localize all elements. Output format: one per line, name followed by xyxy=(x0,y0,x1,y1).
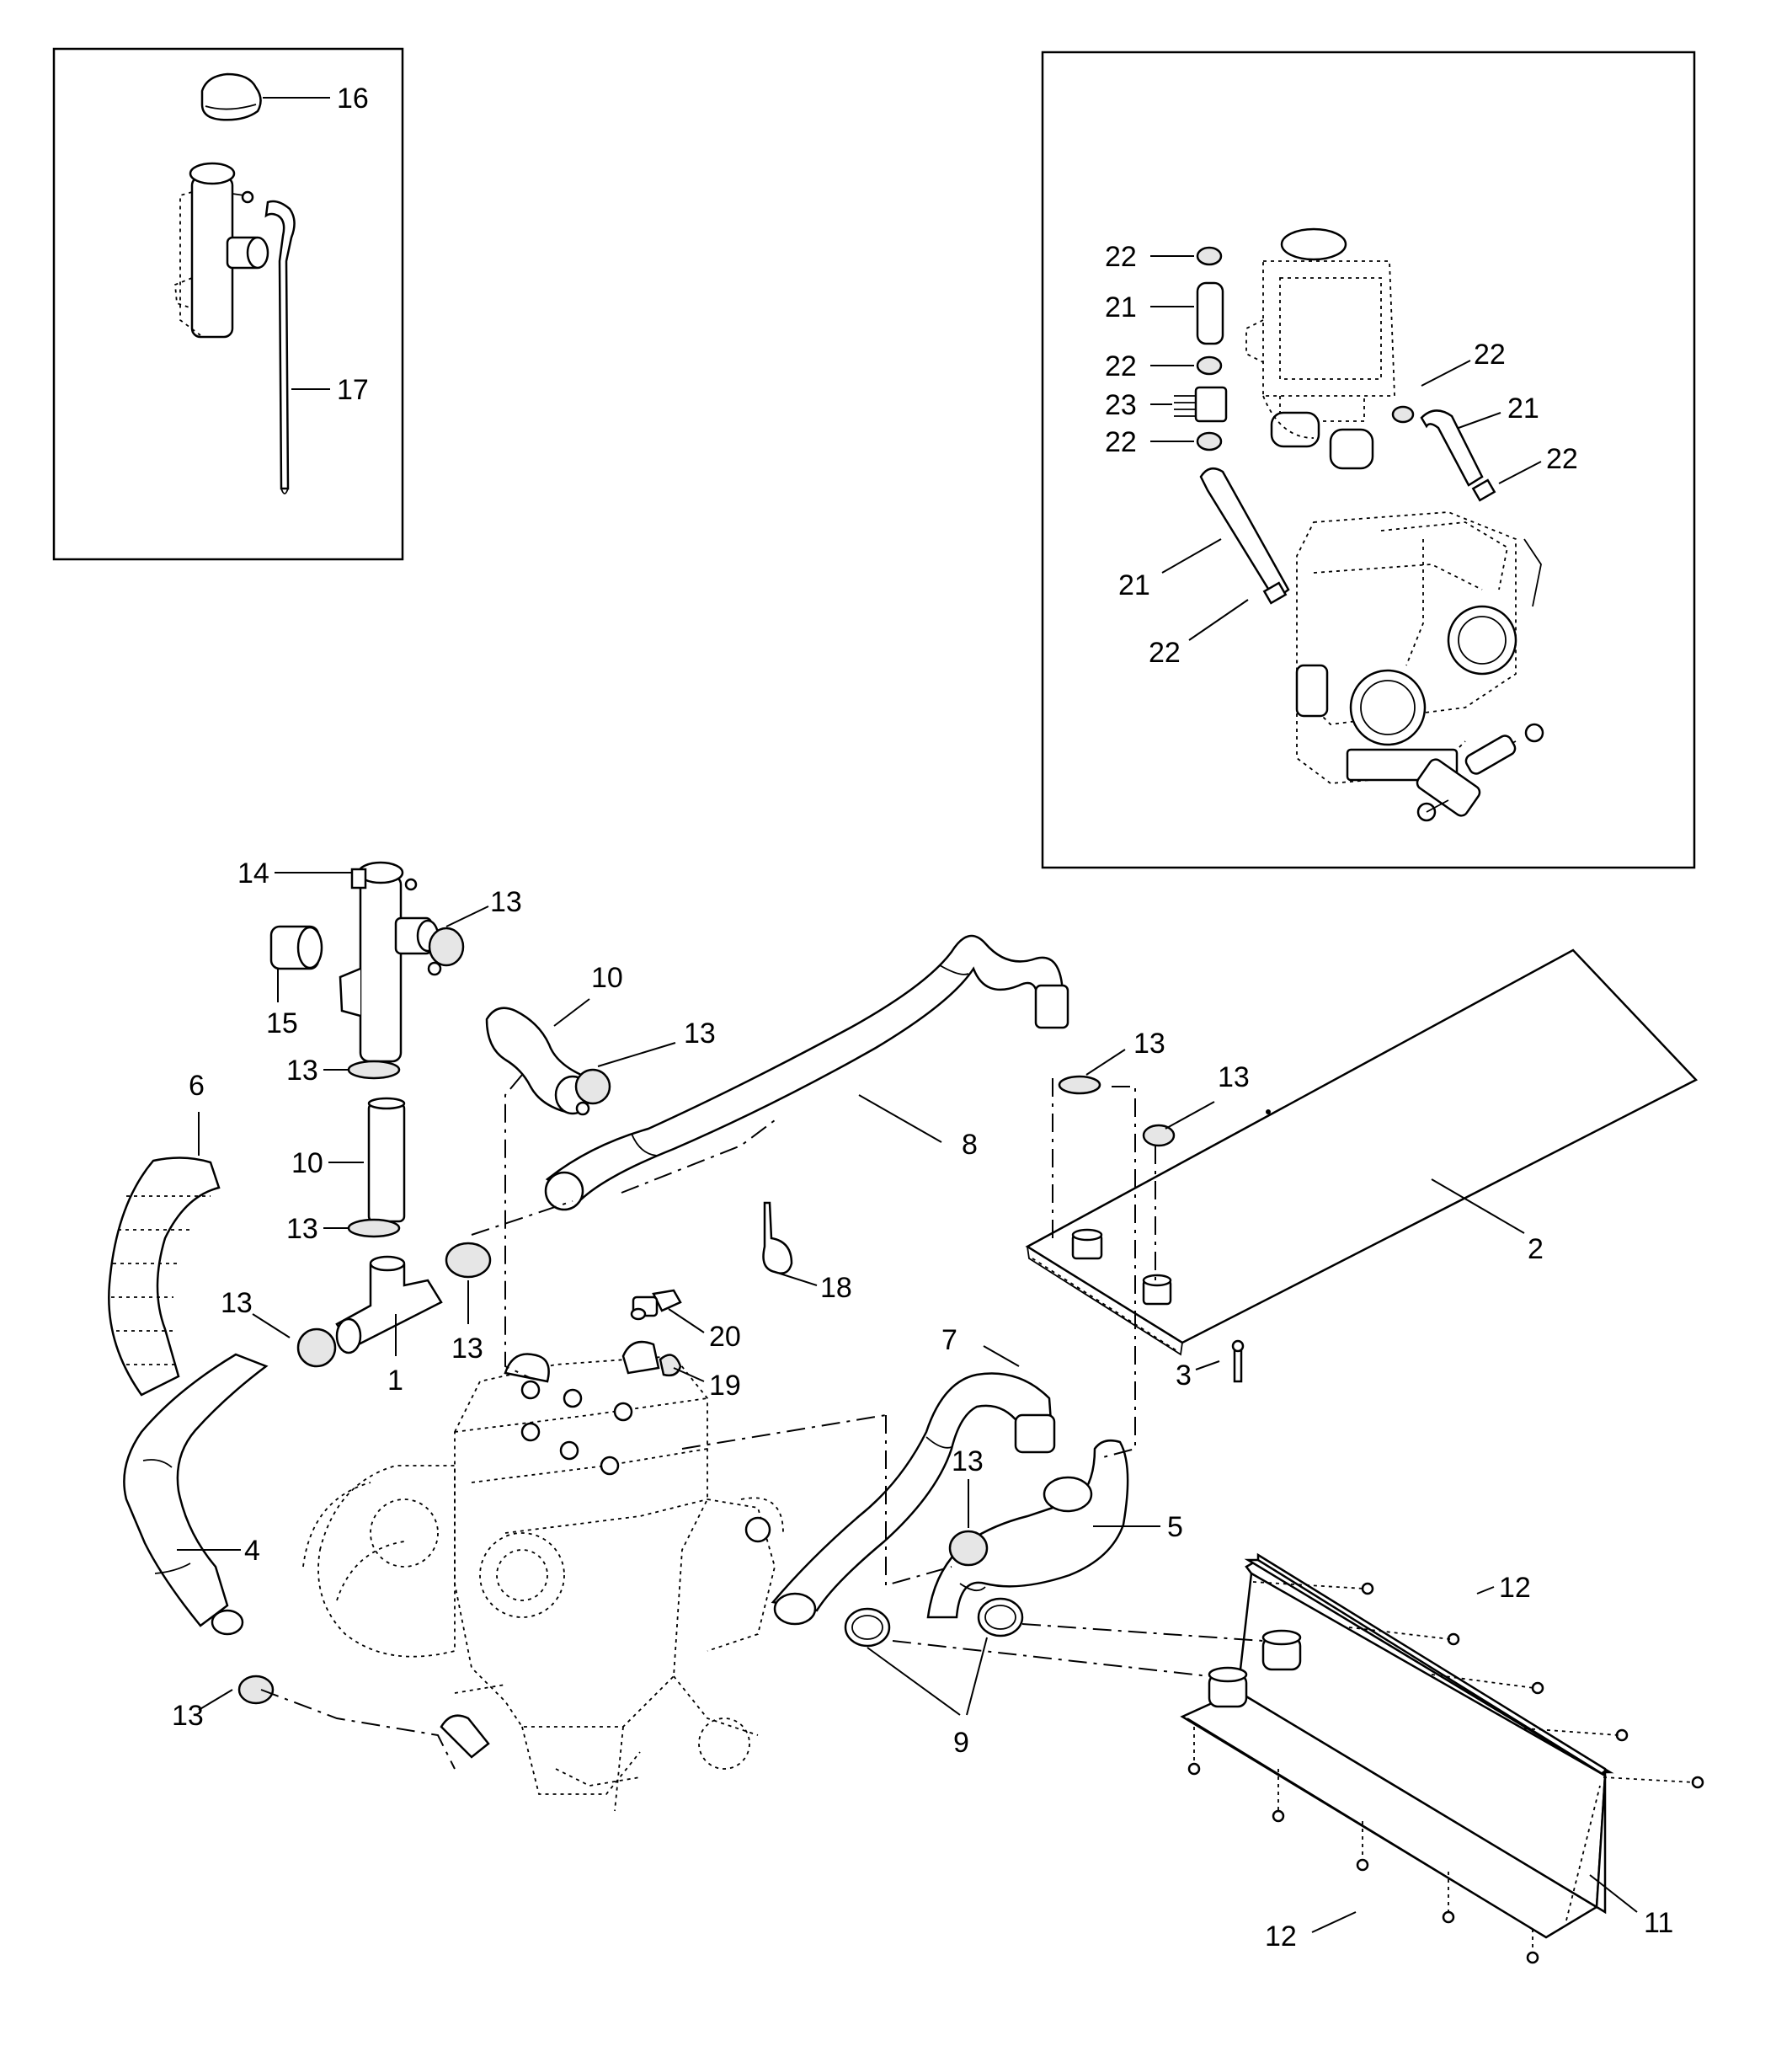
callout-7: 7 xyxy=(941,1324,957,1356)
hose-5-part xyxy=(926,1440,1129,1619)
callout-13-d: 13 xyxy=(286,1213,318,1245)
callout-10-a: 10 xyxy=(591,962,623,994)
callouts-main: 14 13 10 15 13 13 6 10 13 13 13 1 4 13 8… xyxy=(172,857,1673,1952)
callout-5: 5 xyxy=(1167,1511,1183,1543)
callout-13-g: 13 xyxy=(172,1700,204,1732)
radiator-cap-part xyxy=(200,72,262,121)
callout-21-a: 21 xyxy=(1105,291,1137,323)
heat-exchanger-upper xyxy=(1025,948,1699,1356)
hose-4-part xyxy=(123,1353,269,1636)
tee-fitting-14-part xyxy=(339,861,440,1063)
callout-3: 3 xyxy=(1176,1360,1192,1392)
callout-21-b: 21 xyxy=(1118,569,1150,601)
flow-paths xyxy=(260,1074,1264,1770)
callout-22-e: 22 xyxy=(1474,339,1506,371)
callout-13-b: 13 xyxy=(684,1018,716,1050)
callout-4: 4 xyxy=(244,1535,260,1567)
callout-23: 23 xyxy=(1105,389,1137,421)
callout-13-a: 13 xyxy=(490,886,522,918)
hose-8-part xyxy=(544,934,1069,1211)
hose-6-part xyxy=(108,1157,221,1397)
overflow-hose-part xyxy=(264,200,296,490)
callout-19: 19 xyxy=(709,1370,741,1402)
callout-11: 11 xyxy=(1644,1907,1673,1939)
heat-exchanger-lower xyxy=(1180,1552,1614,1939)
bushing-15-part xyxy=(269,925,323,970)
callout-22-c: 22 xyxy=(1105,426,1137,458)
tie-strap-18-part xyxy=(762,1201,793,1274)
carburetor-assembly xyxy=(1295,511,1544,822)
callout-6: 6 xyxy=(189,1070,205,1102)
inset-frame-right xyxy=(1041,51,1696,869)
sensor-20-part xyxy=(630,1289,682,1321)
inset-small-parts xyxy=(1174,246,1496,605)
tee-1-part xyxy=(335,1255,443,1354)
tube-10-lower-part xyxy=(367,1097,406,1223)
washer-19-part xyxy=(659,1354,682,1377)
screw-3-part xyxy=(1231,1339,1245,1383)
callout-12-a: 12 xyxy=(1499,1572,1531,1604)
callout-22-f: 22 xyxy=(1546,443,1578,475)
callout-22-b: 22 xyxy=(1105,350,1137,382)
callout-13-h: 13 xyxy=(1133,1028,1165,1060)
leaders-main xyxy=(177,872,1638,1933)
engine-block xyxy=(302,1340,784,1812)
callout-14: 14 xyxy=(237,857,269,889)
callout-2: 2 xyxy=(1528,1233,1544,1265)
callout-9: 9 xyxy=(953,1727,969,1759)
hose-clamps-13 xyxy=(237,927,1176,1705)
callout-16: 16 xyxy=(337,83,369,115)
callout-1: 1 xyxy=(387,1365,403,1397)
callout-20: 20 xyxy=(709,1321,741,1353)
callout-13-f: 13 xyxy=(451,1333,483,1365)
hose-7-part xyxy=(771,1372,1056,1626)
callout-8: 8 xyxy=(962,1129,978,1161)
callout-22-d: 22 xyxy=(1149,637,1181,669)
coolant-reservoir xyxy=(1245,227,1395,470)
callout-18: 18 xyxy=(820,1272,852,1304)
inset-carburetor: 22 21 22 23 22 21 22 22 21 22 xyxy=(1041,51,1696,869)
screws-group xyxy=(1187,1581,1704,1964)
callout-22-a: 22 xyxy=(1105,241,1137,273)
inset-overflow-tube: 16 17 xyxy=(52,47,404,561)
callout-13-j: 13 xyxy=(952,1445,984,1477)
callout-21-c: 21 xyxy=(1507,393,1539,425)
hose-10-upper-part xyxy=(485,1007,591,1115)
rings-9-part xyxy=(844,1597,1024,1648)
callout-12-b: 12 xyxy=(1265,1920,1297,1952)
callout-13-e: 13 xyxy=(221,1287,253,1319)
callout-17: 17 xyxy=(337,374,369,406)
inset-frame-left xyxy=(52,47,404,561)
callout-13-c: 13 xyxy=(286,1055,318,1087)
callout-13-i: 13 xyxy=(1218,1061,1250,1093)
callout-10-b: 10 xyxy=(291,1147,323,1179)
callout-15: 15 xyxy=(266,1007,298,1039)
